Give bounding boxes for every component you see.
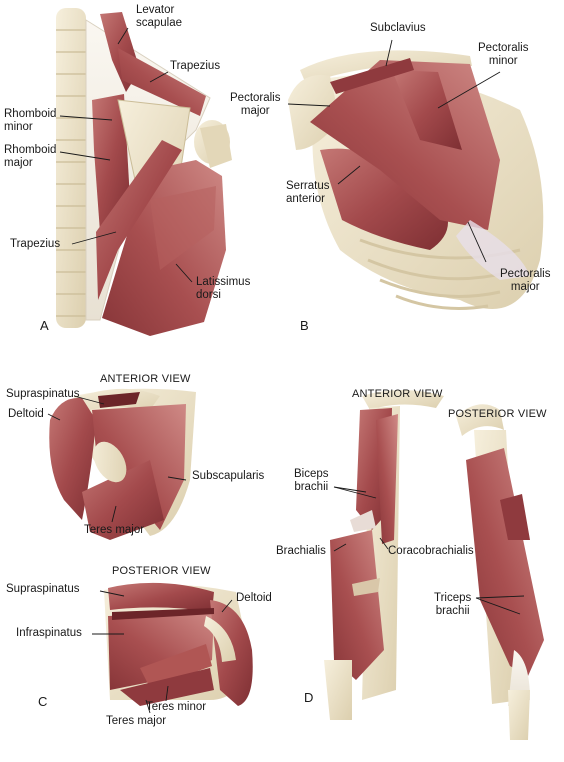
label-coracobrachialis: Coracobrachialis bbox=[388, 545, 474, 557]
panel-d-anterior-title: ANTERIOR VIEW bbox=[352, 388, 443, 400]
label-teres-major-anterior: Teres major bbox=[84, 524, 145, 536]
label-infraspinatus: Infraspinatus bbox=[16, 627, 82, 639]
panel-d-anterior-illustration bbox=[324, 390, 444, 720]
shoulder-bones-d-anterior bbox=[362, 390, 444, 410]
teres-major-muscle-c-posterior bbox=[120, 668, 214, 706]
panel-c-anterior-title: ANTERIOR VIEW bbox=[100, 373, 191, 385]
label-subscapularis: Subscapularis bbox=[192, 470, 265, 482]
subclavius-muscle bbox=[330, 58, 414, 94]
label-deltoid-posterior: Deltoid bbox=[236, 592, 272, 604]
panel-c-posterior-illustration bbox=[104, 582, 253, 706]
panel-letter-c: C bbox=[38, 694, 48, 709]
pectoralis-minor-muscle bbox=[392, 70, 462, 150]
label-trapezius-upper: Trapezius bbox=[170, 60, 221, 72]
teres-major-muscle-c-anterior bbox=[82, 460, 164, 540]
label-pectoralis-major-lower: Pectoralis major bbox=[500, 268, 551, 293]
triceps-brachii-muscle bbox=[466, 448, 544, 676]
humeral-head-c bbox=[93, 441, 127, 483]
label-subclavius: Subclavius bbox=[370, 22, 426, 34]
label-rhomboid-major: Rhomboid major bbox=[4, 144, 57, 169]
panel-letter-a: A bbox=[40, 318, 49, 333]
label-supraspinatus-posterior: Supraspinatus bbox=[6, 583, 80, 595]
rhomboid-muscle bbox=[92, 94, 130, 232]
label-teres-major-posterior: Teres major bbox=[106, 715, 167, 727]
clavicle-bone bbox=[300, 50, 472, 84]
deltoid-muscle-c-anterior bbox=[49, 397, 96, 520]
coracobrachialis-muscle bbox=[376, 414, 398, 544]
brachialis-muscle bbox=[330, 530, 384, 680]
lower-trapezius-muscle bbox=[96, 140, 182, 300]
panel-d-posterior-title: POSTERIOR VIEW bbox=[448, 408, 547, 420]
leader-lines bbox=[47, 27, 525, 714]
label-triceps-brachii: Triceps brachii bbox=[434, 592, 472, 617]
spine-illustration bbox=[56, 8, 86, 328]
label-deltoid-anterior: Deltoid bbox=[8, 408, 44, 420]
forearm-bones-d-posterior bbox=[508, 690, 530, 740]
label-levator-scapulae: Levator scapulae bbox=[136, 4, 183, 29]
label-trapezius-lower: Trapezius bbox=[10, 238, 61, 250]
label-pectoralis-major-upper: Pectoralis major bbox=[230, 92, 281, 117]
label-supraspinatus-anterior: Supraspinatus bbox=[6, 388, 80, 400]
panel-d-posterior-illustration bbox=[456, 404, 544, 740]
label-pectoralis-minor: Pectoralis minor bbox=[478, 42, 529, 67]
forearm-bones-d-anterior bbox=[324, 660, 352, 720]
label-rhomboid-minor: Rhomboid minor bbox=[4, 108, 57, 133]
label-brachialis: Brachialis bbox=[276, 545, 326, 557]
panel-letter-b: B bbox=[300, 318, 309, 333]
panel-c-anterior-illustration bbox=[49, 388, 196, 540]
serratus-anterior-muscle bbox=[320, 148, 448, 250]
panel-c-posterior-title: POSTERIOR VIEW bbox=[112, 565, 211, 577]
panel-a-illustration bbox=[56, 8, 232, 336]
label-teres-minor: Teres minor bbox=[146, 701, 207, 713]
panel-b-illustration bbox=[288, 50, 544, 310]
label-serratus-anterior: Serratus anterior bbox=[286, 180, 330, 205]
label-biceps-brachii: Biceps brachii bbox=[294, 468, 329, 493]
supraspinatus-muscle-c bbox=[108, 582, 214, 612]
panel-letter-d: D bbox=[304, 690, 314, 705]
pectoralis-major-muscle bbox=[310, 60, 500, 230]
upper-trapezius-muscle bbox=[118, 48, 206, 116]
label-latissimus-dorsi: Latissimus dorsi bbox=[196, 276, 251, 301]
teres-minor-muscle bbox=[140, 644, 212, 688]
shoulder-bones-d-posterior bbox=[456, 404, 504, 436]
